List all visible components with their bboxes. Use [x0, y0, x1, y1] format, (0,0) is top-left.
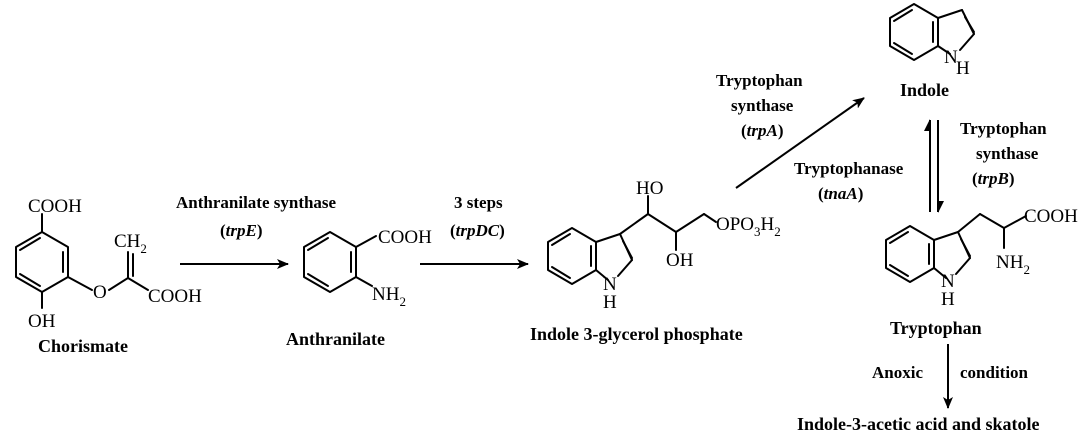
tnaA-gene-label: (tnaA): [818, 184, 863, 203]
arrow-igp-to-indole: [735, 97, 865, 189]
products-label: Indole-3-acetic acid and skatole: [797, 414, 1040, 434]
tryptophan-structure: N H COOH NH2: [885, 206, 1078, 310]
chorismate-ch2-label: CH2: [114, 231, 147, 256]
tryptophan-label: Tryptophan: [890, 318, 982, 338]
igp-h-label: H: [603, 292, 617, 313]
condition-left-label: Anoxic: [872, 363, 923, 382]
chorismate-oh-label: OH: [28, 311, 56, 332]
indole-label: Indole: [900, 80, 949, 100]
igp-oh-label: OH: [666, 250, 694, 271]
igp-opo3h2-label: OPO3H2: [716, 214, 781, 239]
igp-structure: N H HO OH OPO3H2: [547, 178, 781, 313]
indole-h-label: H: [956, 58, 970, 79]
anthranilate-nh2-label: NH2: [372, 284, 406, 309]
chorismate-structure: COOH OH O CH2 COOH: [15, 196, 202, 332]
trpDC-label: (trpDC): [450, 221, 505, 240]
chorismate-cooh-label: COOH: [28, 196, 82, 217]
tryptophan-n-label: N: [941, 271, 955, 292]
trpE-label: (trpE): [220, 221, 263, 240]
condition-right-label: condition: [960, 363, 1029, 382]
anthranilate-structure: COOH NH2: [303, 227, 432, 309]
tryptophan-h-label: H: [941, 289, 955, 310]
chorismate-cooh2-label: COOH: [148, 286, 202, 307]
trpA-gene-label: (trpA): [741, 121, 784, 140]
igp-label: Indole 3-glycerol phosphate: [530, 324, 743, 344]
trpA-line1-label: Tryptophan: [716, 71, 803, 90]
igp-ho-label: HO: [636, 178, 663, 199]
chorismate-o-label: O: [93, 282, 107, 303]
trpB-line1-label: Tryptophan: [960, 119, 1047, 138]
trpA-line2-label: synthase: [731, 96, 794, 115]
indole-structure: N H: [889, 3, 975, 79]
anthranilate-cooh-label: COOH: [378, 227, 432, 248]
trpB-line2-label: synthase: [976, 144, 1039, 163]
trpB-gene-label: (trpB): [972, 169, 1015, 188]
tryptophan-nh2-label: NH2: [996, 252, 1030, 277]
chorismate-label: Chorismate: [38, 336, 128, 356]
anthranilate-synthase-label: Anthranilate synthase: [176, 193, 337, 212]
tnaA-line1-label: Tryptophanase: [794, 159, 904, 178]
three-steps-label: 3 steps: [454, 193, 503, 212]
anthranilate-label: Anthranilate: [286, 329, 385, 349]
tryptophan-cooh-label: COOH: [1024, 206, 1078, 227]
indole-n-label: N: [944, 47, 958, 68]
igp-n-label: N: [603, 274, 617, 295]
